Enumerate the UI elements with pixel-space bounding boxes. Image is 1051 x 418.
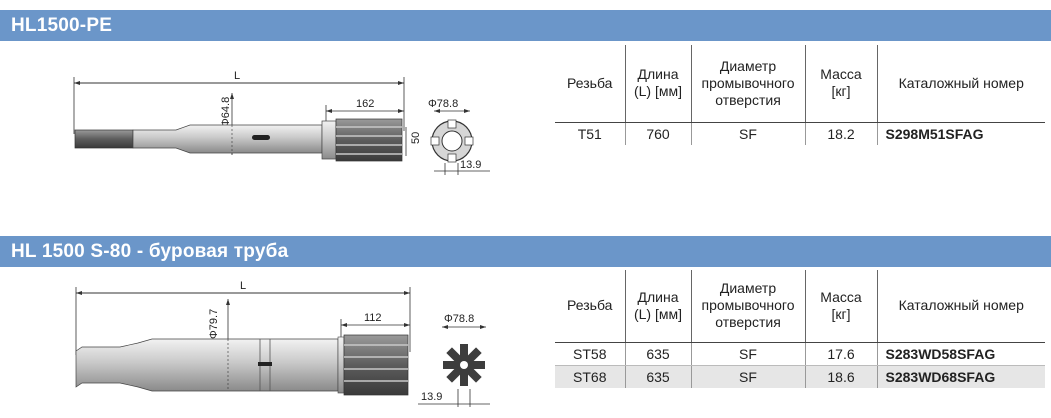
- section-title: HL 1500 S-80 - буровая труба: [0, 236, 1051, 267]
- header-catalog: Каталожный номер: [876, 270, 1045, 343]
- cell-thread: T51: [577, 125, 602, 142]
- spline-length-label: 162: [356, 98, 374, 110]
- shank-thread-end: [74, 129, 134, 149]
- cell-flushing: SF: [690, 342, 805, 366]
- product-section-hl1500-s80: HL 1500 S-80 - буровая труба: [0, 226, 1051, 418]
- cell-mass: 18.6: [804, 365, 877, 388]
- flushing-hole: [252, 135, 270, 140]
- end-height-label: 50: [410, 132, 422, 144]
- section-title: HL1500-PE: [0, 10, 1051, 41]
- table-row: ST68 635 SF 18.6 S283WD68SFAG: [555, 365, 1045, 388]
- header-thread: Резьба: [555, 45, 625, 123]
- cell-mass: 18.2: [804, 122, 877, 145]
- end-diameter-label: Φ78.8: [444, 313, 474, 325]
- header-flushing: Диаметр промывочного отверстия: [690, 45, 805, 123]
- header-length: Длина (L) [мм]: [624, 45, 691, 123]
- table-row: ST58 635 SF 17.6 S283WD58SFAG: [555, 342, 1045, 366]
- spec-table-2: Резьба Длина (L) [мм] Диаметр промывочно…: [555, 270, 1045, 388]
- product-section-hl1500-pe: HL1500-PE L: [0, 0, 1051, 205]
- end-diameter-label: Φ78.8: [428, 98, 458, 110]
- cell-catalog: S283WD58SFAG: [876, 342, 1045, 366]
- cell-length: 760: [624, 122, 691, 145]
- spec-table: Резьба Длина (L) [мм] Диаметр промывочно…: [555, 45, 1045, 145]
- length-label: L: [234, 70, 240, 82]
- header-length: Длина (L) [мм]: [624, 270, 691, 343]
- cell-catalog: S283WD68SFAG: [876, 365, 1045, 388]
- spline-length-label: 112: [364, 312, 382, 324]
- diameter-label: Φ64.8: [220, 97, 232, 127]
- header-flushing: Диаметр промывочного отверстия: [690, 270, 805, 343]
- length-label: L: [240, 280, 246, 292]
- cell-mass: 17.6: [804, 342, 877, 366]
- cell-thread: ST58: [555, 342, 625, 366]
- cell-catalog: S298M51SFAG: [876, 122, 1045, 145]
- end-width-label: 13.9: [460, 159, 481, 171]
- shank-drawing: L Φ64.8 162 Φ78.8: [0, 41, 540, 201]
- header-mass: Масса [кг]: [804, 45, 877, 123]
- cell-length: 635: [624, 365, 691, 388]
- header-mass: Масса [кг]: [804, 270, 877, 343]
- flushing-hole: [258, 362, 272, 366]
- end-view-star: [443, 344, 485, 386]
- header-thread: Резьба: [555, 270, 625, 343]
- cell-flushing: SF: [690, 365, 805, 388]
- end-view-inner: [441, 130, 463, 152]
- drill-tube-svg: L Φ79.7 112 Φ78.8: [75, 280, 490, 407]
- cell-flushing: SF: [690, 122, 805, 145]
- shank-adapter-svg: L Φ64.8 162 Φ78.8: [73, 70, 490, 175]
- tube-body: [75, 338, 339, 392]
- cell-thread: ST68: [555, 365, 625, 388]
- table-row: T51 760 SF 18.2 S298M51SFAG: [555, 122, 1045, 145]
- cell-length: 635: [624, 342, 691, 366]
- header-catalog: Каталожный номер: [876, 45, 1045, 123]
- drill-tube-drawing: L Φ79.7 112 Φ78.8: [0, 267, 540, 418]
- diameter-label: Φ79.7: [208, 309, 220, 339]
- shank-body: [132, 124, 323, 154]
- spline-section: [343, 334, 409, 396]
- end-width-label: 13.9: [421, 391, 442, 403]
